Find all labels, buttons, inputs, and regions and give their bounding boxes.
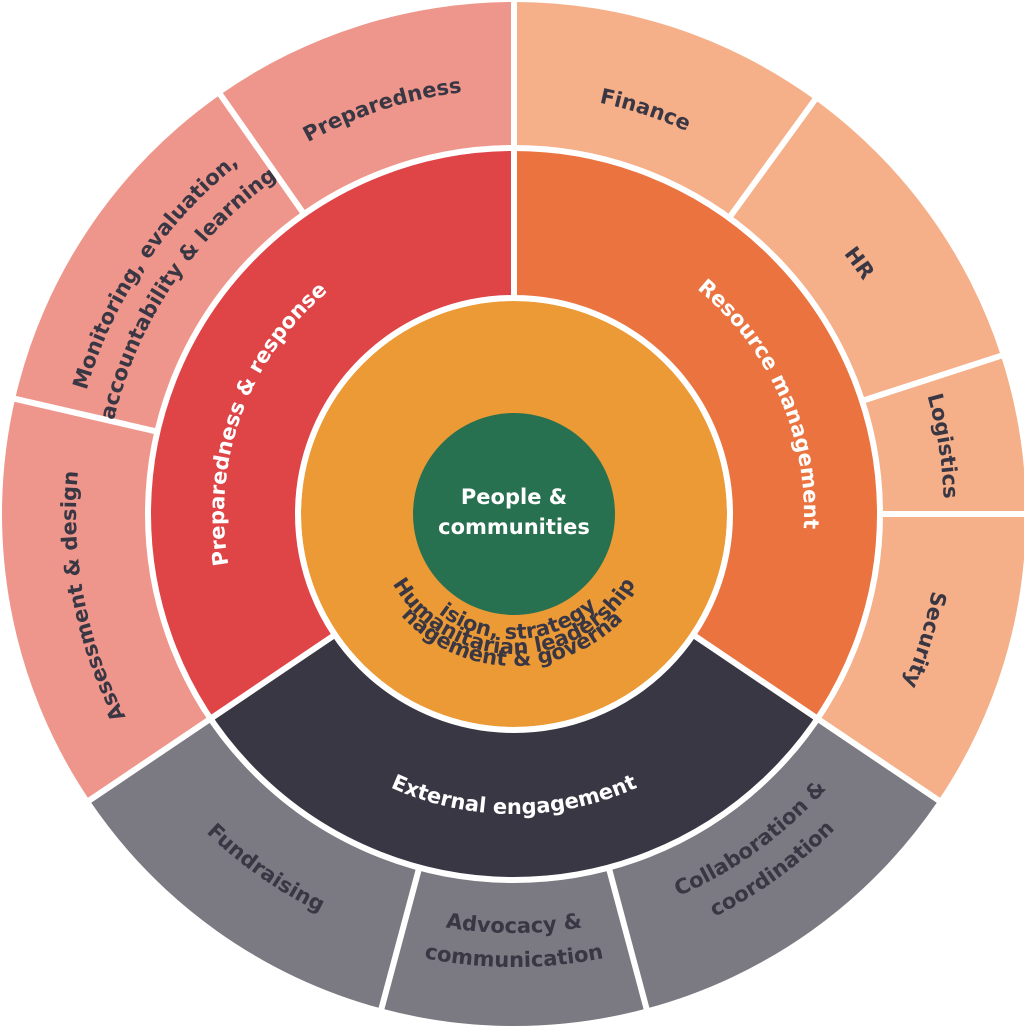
middle-segment-external-engagement <box>210 635 818 880</box>
outer-segment-logistics <box>862 355 1024 514</box>
outer-segment-security <box>817 514 1024 801</box>
outer-segment-preparedness <box>220 2 514 215</box>
outer-divider <box>377 866 423 1014</box>
outer-divider <box>605 866 651 1014</box>
outer-segment-hr <box>729 99 1001 401</box>
outer-segment-monitoring-evaluation <box>15 94 305 432</box>
outer-divider <box>861 351 1006 404</box>
ring-divider-inner <box>295 295 733 733</box>
outer-segment-assessment-design <box>1 398 211 801</box>
outer-segment-collaboration-coordination <box>608 718 939 1009</box>
middle-segment-preparedness-response <box>148 148 515 719</box>
outer-segment-fundraising <box>89 718 420 1009</box>
middle-segment-resource-management <box>514 148 880 719</box>
major-divider <box>84 633 335 806</box>
center-label: People &communities <box>438 485 590 539</box>
outer-segment-advocacy-communication <box>381 867 647 1026</box>
center-circle <box>413 413 615 615</box>
outer-divider <box>726 94 820 220</box>
major-divider <box>693 633 944 806</box>
outer-segment-finance <box>514 2 815 218</box>
outer-divider <box>215 89 307 216</box>
outer-divider <box>10 395 159 435</box>
